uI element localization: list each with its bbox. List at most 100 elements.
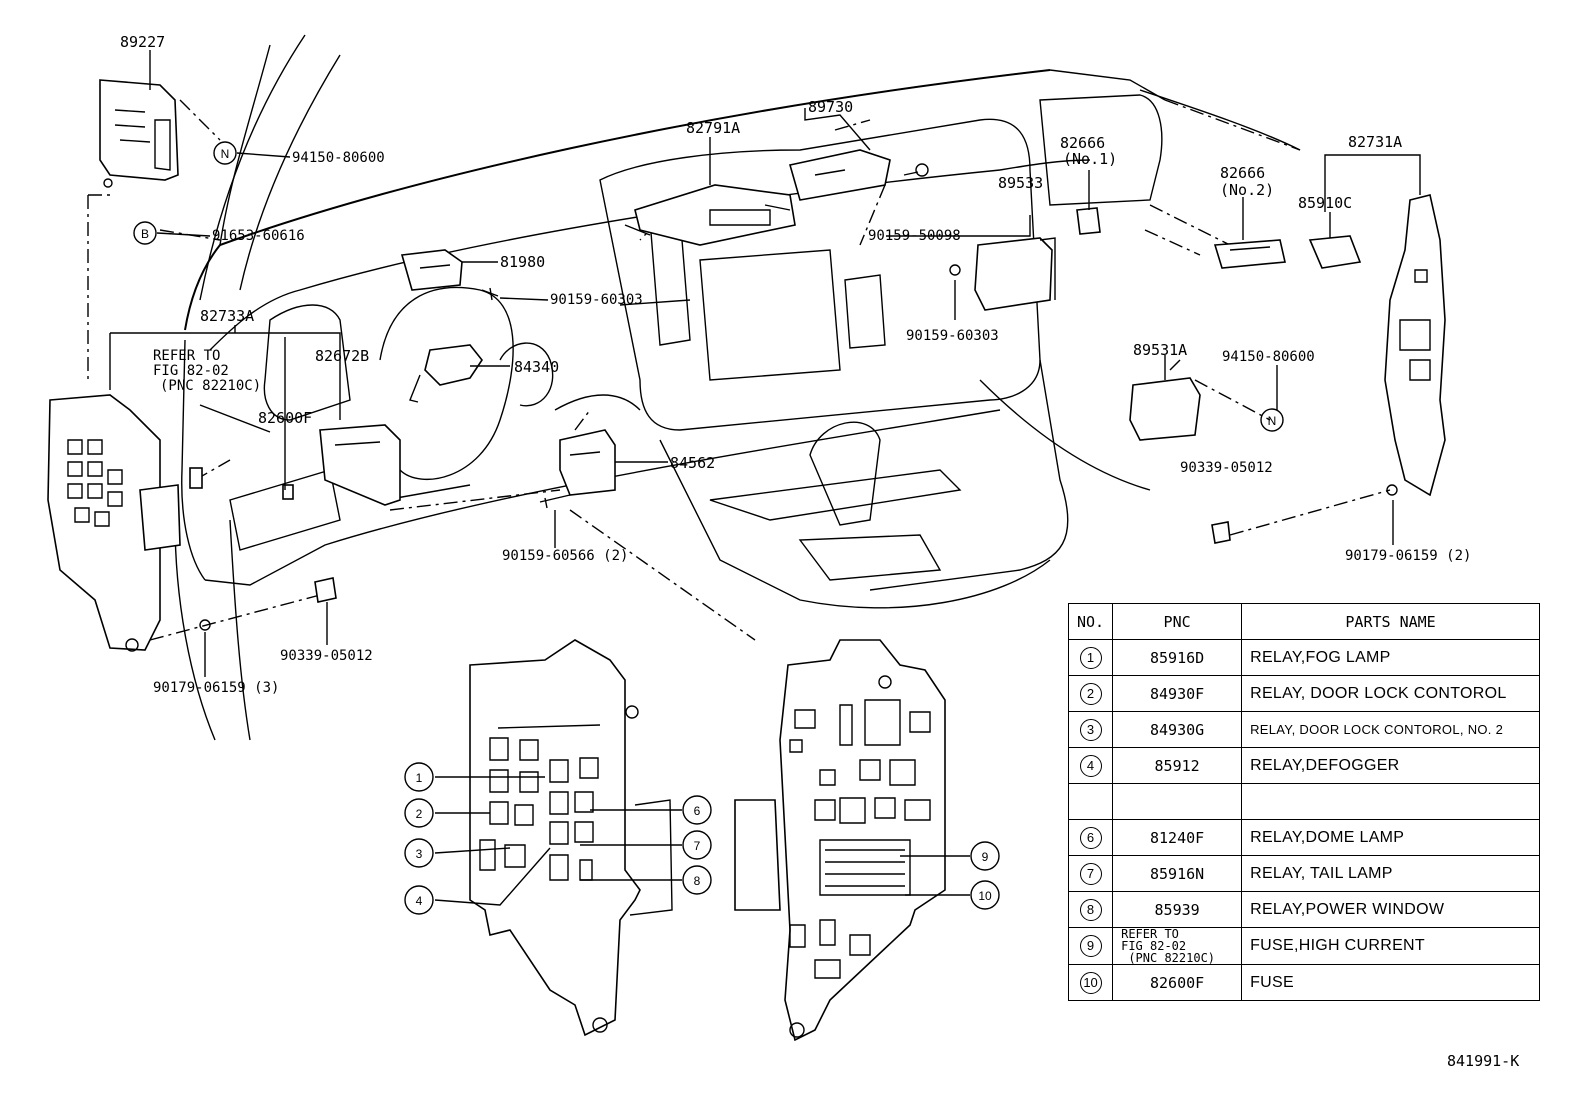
part-89730-module	[788, 149, 891, 201]
row-number-circle: 3	[1079, 718, 1102, 741]
label-90179-a: 90179-06159 (3)	[153, 680, 279, 696]
relay-marker-10: 10	[970, 880, 1000, 910]
label-89533: 89533	[998, 174, 1043, 192]
row-parts-name: RELAY, DOOR LOCK CONTOROL, NO. 2	[1241, 711, 1540, 748]
svg-text:7: 7	[694, 839, 701, 853]
label-82672B: 82672B	[315, 347, 369, 365]
figure-code: 841991-K	[1447, 1052, 1520, 1070]
svg-text:N: N	[221, 147, 230, 161]
letter-marker-b: B	[133, 221, 157, 245]
callout-leaders	[109, 50, 1421, 906]
relay-marker-1: 1	[404, 762, 434, 792]
part-89227-module	[99, 79, 179, 188]
part-82672B-bracket	[319, 424, 401, 506]
relay-marker-6: 6	[682, 795, 712, 825]
row-number: 1	[1067, 639, 1114, 676]
row-pnc: 85912	[1112, 747, 1243, 784]
row-parts-name	[1241, 783, 1540, 820]
label-94150-right: 94150-80600	[1222, 349, 1315, 365]
row-pnc	[1112, 783, 1243, 820]
svg-text:4: 4	[416, 894, 423, 908]
part-89531A-relay	[1129, 359, 1201, 441]
row-number-circle: 10	[1079, 971, 1102, 994]
label-90339-b: 90339-05012	[1180, 460, 1273, 476]
label-82666-no1-sub: (No.1)	[1063, 150, 1117, 168]
relay-marker-2: 2	[404, 798, 434, 828]
row-pnc: 85916D	[1112, 639, 1243, 676]
label-90159-b: 90159-50098	[868, 228, 961, 244]
row-number: 7	[1067, 855, 1114, 892]
svg-text:N: N	[1268, 414, 1277, 428]
row-parts-name: RELAY,POWER WINDOW	[1241, 891, 1540, 928]
label-84340: 84340	[514, 358, 559, 376]
label-89730: 89730	[808, 98, 853, 116]
svg-text:10: 10	[978, 889, 992, 903]
part-84562-switch	[559, 429, 616, 496]
table-row	[1067, 783, 1540, 820]
header-no: NO.	[1067, 603, 1114, 640]
row-number-circle: 8	[1079, 898, 1102, 921]
svg-text:1: 1	[416, 771, 423, 785]
part-90159-bolt-d	[539, 494, 571, 509]
row-number-circle: 6	[1079, 826, 1102, 849]
row-pnc: 85916N	[1112, 855, 1243, 892]
label-refer-line3: (PNC 82210C)	[160, 378, 261, 394]
row-number-circle: 9	[1079, 935, 1102, 957]
row-parts-name: FUSE,HIGH CURRENT	[1241, 927, 1540, 965]
label-90179-b: 90179-06159 (2)	[1345, 548, 1471, 564]
part-90159-nut-c	[949, 264, 961, 276]
part-85910C-relay	[1308, 235, 1362, 269]
row-parts-name: RELAY,DOME LAMP	[1241, 819, 1540, 856]
label-90159-a: 90159-60303	[550, 292, 643, 308]
row-parts-name: RELAY, DOOR LOCK CONTOROL	[1241, 675, 1540, 712]
relay-marker-7: 7	[682, 830, 712, 860]
row-parts-name: RELAY, TAIL LAMP	[1241, 855, 1540, 892]
row-number	[1067, 783, 1114, 820]
row-number: 4	[1067, 747, 1114, 784]
label-refer-line2: FIG 82-02	[153, 363, 229, 379]
part-84340-switch	[409, 344, 483, 403]
part-82600F-fuse	[189, 467, 294, 500]
part-89533-relay	[974, 237, 1056, 311]
svg-text:8: 8	[694, 874, 701, 888]
label-82731A: 82731A	[1348, 133, 1402, 151]
row-number-circle: 2	[1079, 682, 1102, 705]
row-number-circle: 7	[1079, 862, 1102, 885]
fuse-block-detail-right	[734, 639, 946, 1042]
part-90159-screw-b	[903, 163, 929, 177]
label-refer-line1: REFER TO	[153, 348, 220, 364]
label-90159-c: 90159-60303	[906, 328, 999, 344]
relay-marker-3: 3	[404, 838, 434, 868]
label-82666-no1: 82666	[1060, 134, 1105, 152]
row-number: 10	[1067, 964, 1114, 1001]
label-89227: 89227	[120, 33, 165, 51]
part-90179-nut-b	[1386, 484, 1398, 496]
label-91653: 91653-60616	[212, 228, 305, 244]
row-parts-name: RELAY,DEFOGGER	[1241, 747, 1540, 784]
part-90159-screw-a	[481, 287, 499, 301]
row-pnc: 81240F	[1112, 819, 1243, 856]
header-parts-name: PARTS NAME	[1241, 603, 1540, 640]
header-pnc: PNC	[1112, 603, 1243, 640]
row-number: 9	[1067, 927, 1114, 965]
dashed-leaders	[87, 99, 1391, 641]
letter-marker-n-top: N	[213, 141, 237, 165]
label-82791A: 82791A	[686, 119, 740, 137]
parts-table-header: NO. PNC PARTS NAME	[1067, 603, 1540, 640]
part-90179-nut-a	[199, 619, 211, 631]
row-number-circle: 4	[1079, 754, 1102, 777]
row-parts-name: FUSE	[1241, 964, 1540, 1001]
row-pnc: 82600F	[1112, 964, 1243, 1001]
label-89531A: 89531A	[1133, 341, 1187, 359]
part-82731A-junction	[1384, 194, 1446, 497]
letter-marker-n-right: N	[1260, 408, 1284, 432]
part-82791A-ecu	[624, 184, 796, 246]
